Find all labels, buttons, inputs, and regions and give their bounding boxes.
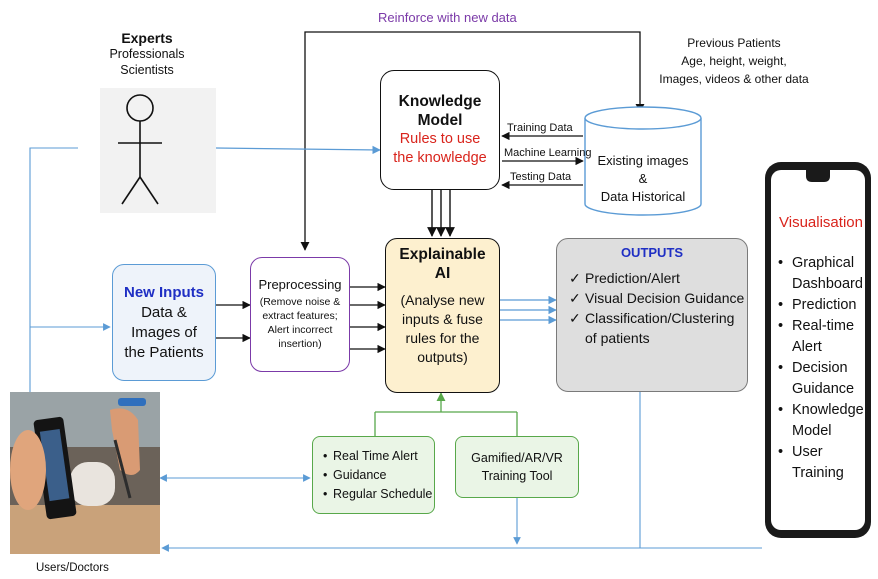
new-inputs-box: New Inputs Data & Images of the Patients (112, 264, 216, 381)
data-store-cylinder (584, 106, 702, 216)
training-tool-line-1: Gamified/AR/VR (471, 451, 563, 465)
visualisation-item: Dashboard (792, 276, 863, 292)
data-store-line-1: Existing images (597, 153, 689, 168)
users-photo (10, 392, 160, 554)
preprocessing-line-4: insertion) (278, 338, 322, 350)
phone-device (765, 162, 871, 538)
visualisation-item: •User Training (778, 444, 844, 481)
xai-line-2: inputs & fuse (402, 311, 483, 327)
new-inputs-line-1: Data & (141, 303, 187, 321)
experts-card (100, 88, 216, 213)
left-feedback-line (29, 147, 78, 400)
knowledge-model-sub-1: Rules to use (399, 131, 481, 147)
preprocessing-line-1: (Remove noise & (259, 296, 341, 308)
explainable-ai-box: Explainable AI (Analyse new inputs & fus… (385, 238, 500, 393)
data-store-text: Existing images & Data Historical (585, 152, 701, 206)
preprocessing-title: Preprocessing (258, 277, 342, 292)
reinforce-loop-line (300, 31, 645, 251)
preprocessing-line-2: extract features; (262, 310, 338, 322)
knowledge-model-title-1: Knowledge (398, 93, 482, 110)
visualisation-panel: Visualisation •Graphical Dashboard •Pred… (778, 214, 864, 484)
outputs-list: ✓Prediction/Alert ✓Visual Decision Guida… (569, 268, 747, 348)
stick-figure-icon (118, 94, 162, 205)
previous-patients-line-2: Age, height, weight, (681, 54, 787, 68)
experts-to-km-arrow (215, 145, 381, 155)
knowledge-model-sub-2: the knowledge (393, 150, 487, 166)
visualisation-item: •Decision (778, 360, 848, 376)
outputs-box: OUTPUTS ✓Prediction/Alert ✓Visual Decisi… (556, 238, 748, 392)
visualisation-item: Model (792, 423, 832, 439)
new-inputs-title: New Inputs (123, 283, 204, 301)
alerts-item: •Guidance (323, 468, 387, 482)
training-tool-line-2: Training Tool (481, 469, 553, 483)
xai-line-3: rules for the (405, 330, 480, 346)
visualisation-title: Visualisation (779, 214, 863, 231)
users-doctors-label: Users/Doctors (36, 562, 109, 574)
experts-title: Experts (121, 30, 173, 46)
check-icon: ✓ (569, 290, 581, 306)
outputs-item: ✓Prediction/Alert (569, 270, 680, 286)
training-data-label: Training Data (507, 122, 573, 134)
feedback-tree (374, 392, 518, 436)
outputs-item: of patients (585, 330, 650, 346)
visualisation-item: •Real-time (778, 318, 855, 334)
previous-patients-line-3: Images, videos & other data (659, 72, 809, 86)
xai-title-1: Explainable (399, 246, 486, 263)
new-inputs-line-3: the Patients (124, 343, 204, 361)
data-store-line-3: Data Historical (600, 189, 686, 204)
preprocessing-line-3: Alert incorrect (267, 324, 333, 336)
outputs-title: OUTPUTS (620, 245, 684, 260)
outputs-item: ✓Visual Decision Guidance (569, 290, 745, 306)
testing-data-label: Testing Data (510, 171, 572, 183)
xai-title-2: AI (434, 265, 451, 282)
experts-line-1: Professionals (109, 47, 185, 61)
new-inputs-line-2: Images of (131, 323, 197, 341)
visualisation-item: Alert (792, 339, 822, 355)
machine-learning-label: Machine Learning (504, 147, 592, 159)
visualisation-item: •Graphical (778, 255, 855, 271)
training-tool-box: Gamified/AR/VR Training Tool (455, 436, 579, 498)
reinforce-label: Reinforce with new data (378, 10, 517, 25)
experts-text: Experts Professionals Scientists (92, 30, 202, 78)
alerts-item: •Regular Schedule (323, 487, 433, 501)
knowledge-model-box: Knowledge Model Rules to use the knowled… (380, 70, 500, 190)
alerts-box: •Real Time Alert •Guidance •Regular Sche… (312, 436, 435, 514)
outputs-item: ✓Classification/Clustering (569, 310, 735, 326)
visualisation-item: •Knowledge (778, 402, 864, 418)
alerts-item: •Real Time Alert (323, 449, 418, 463)
preprocessing-box: Preprocessing (Remove noise & extract fe… (250, 257, 350, 372)
xai-line-1: (Analyse new (400, 292, 485, 308)
alerts-list: •Real Time Alert •Guidance •Regular Sche… (323, 447, 434, 504)
xai-line-4: outputs) (417, 349, 468, 365)
previous-patients-line-1: Previous Patients (687, 36, 781, 50)
previous-patients-text: Previous Patients Age, height, weight, I… (650, 34, 818, 88)
visualisation-list: •Graphical Dashboard •Prediction •Real-t… (778, 253, 864, 484)
visualisation-item: Guidance (792, 381, 855, 397)
experts-line-2: Scientists (120, 63, 174, 77)
check-icon: ✓ (569, 310, 581, 326)
knowledge-model-title-2: Model (417, 112, 463, 129)
data-store-line-2: & (638, 171, 648, 186)
visualisation-item: •Prediction (778, 297, 857, 313)
check-icon: ✓ (569, 270, 581, 286)
